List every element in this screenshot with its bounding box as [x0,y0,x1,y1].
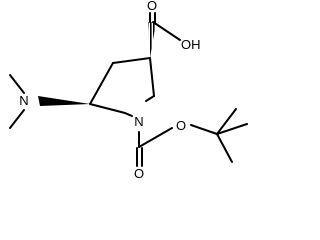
ring-bond-c2-c1 [89,103,126,114]
ring-bond-c3-c4 [112,57,151,64]
ring-bond-c1-n1 [124,112,133,117]
bond-n-methyl-lower [9,109,25,129]
bond-tbutyl-methyl-up [216,108,237,135]
bond-acid-c-oh [152,21,181,41]
ring-bond-c4-c5 [149,57,155,97]
atom-oh-acid: OH [181,37,201,52]
atom-o-carbonyl-acid: O [147,0,157,13]
atom-o-ester-boc: O [176,118,186,133]
bond-o-tbutyl [190,124,218,135]
hash-bond-carboxyl [148,22,156,58]
ring-bond-c3-c2 [89,62,114,105]
bond-carbonyl-o-ester [138,127,173,148]
atom-n-dimethyl: N [19,93,28,108]
bond-n-methyl-upper [9,74,25,94]
structure-diagram: O OH N N O O [9,0,248,181]
atom-n-ring: N [134,114,143,129]
ring-bond-c5-n1 [145,95,155,102]
structure-canvas: O OH N N O O [9,0,248,181]
bond-tbutyl-methyl-down [216,133,233,163]
wedge-bond-dimethylamino [38,96,90,106]
atom-o-carbonyl-boc: O [134,166,144,181]
bond-tbutyl-methyl-right [216,123,248,135]
